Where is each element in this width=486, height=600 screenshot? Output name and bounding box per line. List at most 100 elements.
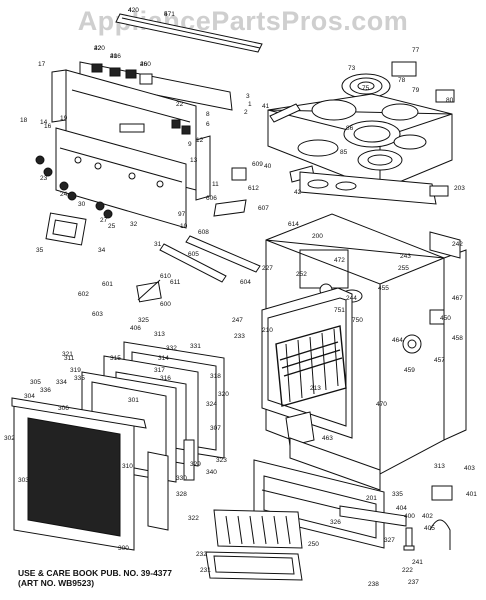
callout-450: 450 xyxy=(440,315,451,322)
callout-243: 243 xyxy=(400,253,411,260)
callout-9: 9 xyxy=(188,141,192,148)
callout-329: 329 xyxy=(190,461,201,468)
callout-306: 306 xyxy=(58,405,69,412)
footnote-line-2: (ART NO. WB9523) xyxy=(18,578,95,588)
callout-86: 86 xyxy=(346,125,354,132)
callout-471: 471 xyxy=(164,11,175,18)
callout-8: 8 xyxy=(206,111,210,118)
callout-201: 201 xyxy=(366,495,377,502)
callout-213: 213 xyxy=(310,385,321,392)
callout-401: 401 xyxy=(466,491,477,498)
callout-227: 227 xyxy=(262,265,273,272)
callout-336: 336 xyxy=(40,387,51,394)
callout-34: 34 xyxy=(98,247,106,254)
callout-237: 237 xyxy=(408,579,419,586)
callout-325: 325 xyxy=(138,317,149,324)
callout-322: 322 xyxy=(188,515,199,522)
callout-420: 420 xyxy=(128,7,139,14)
door-handle xyxy=(11,397,147,429)
callout-605: 605 xyxy=(188,251,199,258)
callout-22: 22 xyxy=(176,101,184,108)
bottom-panel xyxy=(289,437,381,491)
callout-320: 320 xyxy=(218,391,229,398)
callout-24: 24 xyxy=(60,191,68,198)
leveling-leg xyxy=(403,527,415,551)
callout-255: 255 xyxy=(398,265,409,272)
bracket-607 xyxy=(213,199,247,217)
callout-750: 750 xyxy=(352,317,363,324)
callout-85: 85 xyxy=(340,149,348,156)
maintop xyxy=(267,93,453,191)
broiler-pan-grid xyxy=(213,509,303,549)
surface-unit-receptacle xyxy=(391,61,455,103)
footnote: USE & CARE BOOK PUB. NO. 39-4377 (ART NO… xyxy=(18,568,172,588)
callout-334: 334 xyxy=(56,379,67,386)
callout-3: 3 xyxy=(246,93,250,100)
callout-602: 602 xyxy=(78,291,89,298)
callout-305: 305 xyxy=(30,379,41,386)
callout-242: 242 xyxy=(452,241,463,248)
callout-11: 11 xyxy=(212,181,219,188)
surface-burners-back xyxy=(341,73,391,99)
callout-607: 607 xyxy=(258,205,269,212)
callout-318: 318 xyxy=(210,373,221,380)
callout-1: 1 xyxy=(248,101,252,108)
side-panel-right xyxy=(443,249,467,441)
callout-labels: 4522262122312861311121714169232430272597… xyxy=(4,7,477,588)
callout-315: 315 xyxy=(110,355,121,362)
callout-27: 27 xyxy=(100,217,108,224)
callout-233: 233 xyxy=(234,333,245,340)
callout-317: 317 xyxy=(154,367,165,374)
door-panel-front xyxy=(13,399,135,551)
callout-404: 404 xyxy=(396,505,407,512)
callout-307: 307 xyxy=(210,425,221,432)
callout-326: 326 xyxy=(330,519,341,526)
oven-rack xyxy=(275,325,347,407)
callout-402: 402 xyxy=(422,513,433,520)
back-bracket-242 xyxy=(429,231,461,259)
callout-611: 611 xyxy=(170,279,181,286)
callout-73: 73 xyxy=(348,65,356,72)
callout-25: 25 xyxy=(108,223,116,230)
callout-403: 403 xyxy=(464,465,475,472)
callout-606: 606 xyxy=(206,195,217,202)
callout-604: 604 xyxy=(240,279,251,286)
control-knobs xyxy=(35,155,113,219)
callout-30: 30 xyxy=(78,201,86,208)
switch-458 xyxy=(429,309,445,325)
callout-614: 614 xyxy=(288,221,299,228)
callout-460: 460 xyxy=(140,61,151,68)
callout-31: 31 xyxy=(154,241,162,248)
callout-14: 14 xyxy=(40,119,48,126)
callout-16: 16 xyxy=(44,123,52,130)
callout-310: 310 xyxy=(122,463,133,470)
thermostat-457 xyxy=(402,334,422,354)
callout-252: 252 xyxy=(296,271,307,278)
clock-timer xyxy=(45,212,87,246)
callout-231: 231 xyxy=(200,567,211,574)
callout-458: 458 xyxy=(452,335,463,342)
callout-17: 17 xyxy=(38,61,46,68)
control-panel-top xyxy=(79,61,233,111)
callout-32: 32 xyxy=(130,221,138,228)
callout-35: 35 xyxy=(36,247,44,254)
callout-2: 2 xyxy=(244,109,248,116)
door-side-channel xyxy=(147,451,169,531)
callout-457: 457 xyxy=(434,357,445,364)
callout-459: 459 xyxy=(404,367,415,374)
callout-75: 75 xyxy=(362,85,370,92)
hinge-bracket-203 xyxy=(429,185,449,197)
callout-19: 19 xyxy=(60,115,68,122)
callout-79: 79 xyxy=(412,87,420,94)
callout-603: 603 xyxy=(92,311,103,318)
callout-323: 323 xyxy=(216,457,227,464)
broiler-pan xyxy=(205,551,303,581)
callout-330: 330 xyxy=(176,475,187,482)
callout-232: 232 xyxy=(196,551,207,558)
callout-319: 319 xyxy=(70,367,81,374)
element-bracket-213 xyxy=(285,411,315,447)
terminal-block-bracket xyxy=(136,279,162,303)
callout-18: 18 xyxy=(20,117,28,124)
callout-316: 316 xyxy=(160,375,171,382)
